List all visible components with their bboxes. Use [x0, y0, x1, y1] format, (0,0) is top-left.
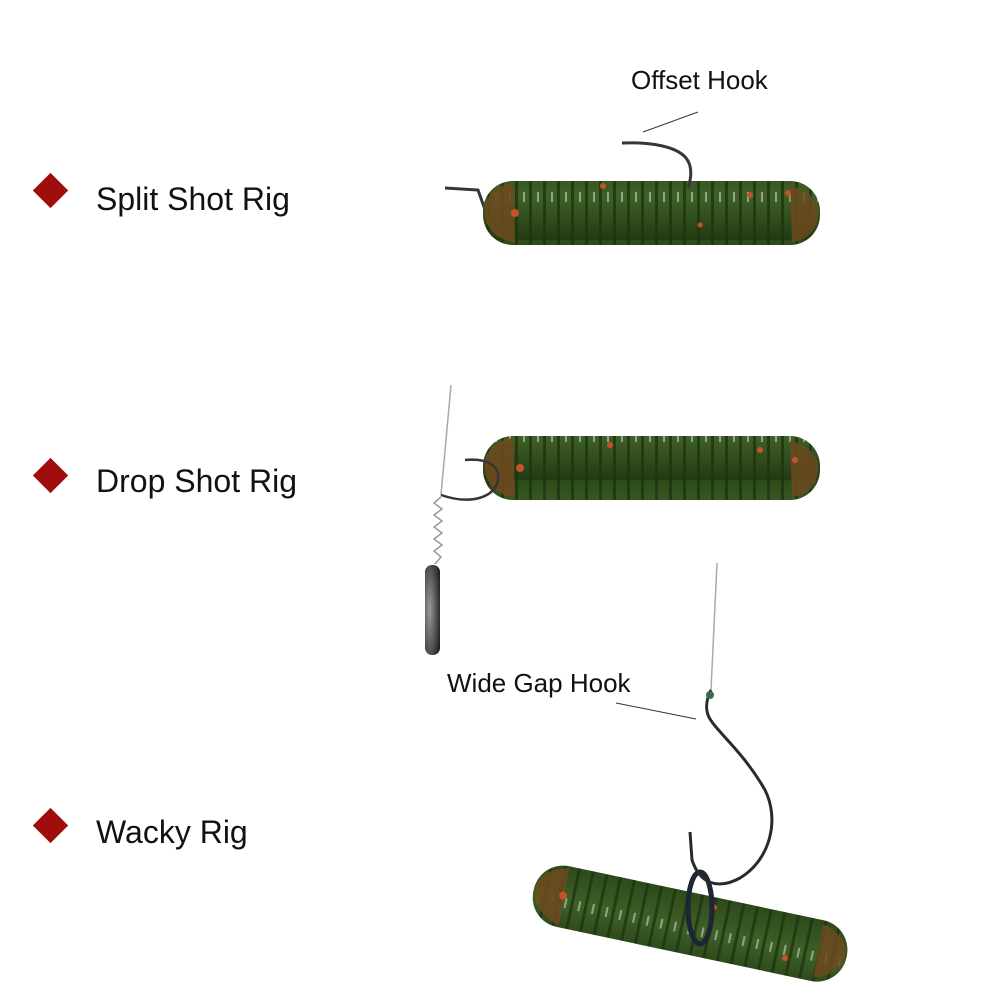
rig-label-split-shot: Split Shot Rig — [96, 181, 290, 217]
drop-shot-hook — [440, 458, 500, 501]
split-shot-worm — [444, 111, 820, 245]
fishing-line — [710, 562, 718, 691]
wide-gap-hook — [688, 689, 774, 886]
rig-label-wacky: Wacky Rig — [96, 814, 248, 850]
fishing-line — [440, 384, 452, 496]
o-ring — [685, 869, 715, 947]
wide-gap-hook-leader-line — [615, 702, 697, 720]
drop-shot-sinker — [425, 565, 440, 655]
callout-wide-gap-hook: Wide Gap Hook — [447, 668, 631, 698]
offset-hook — [621, 141, 693, 189]
wacky-rig-worm — [532, 562, 848, 982]
callout-offset-hook: Offset Hook — [631, 65, 768, 95]
rig-label-drop-shot: Drop Shot Rig — [96, 463, 297, 499]
drop-shot-worm — [425, 384, 820, 655]
swivel-wire — [432, 496, 444, 565]
offset-hook-leader-line — [642, 111, 699, 133]
offset-hook-eye — [444, 186, 490, 219]
